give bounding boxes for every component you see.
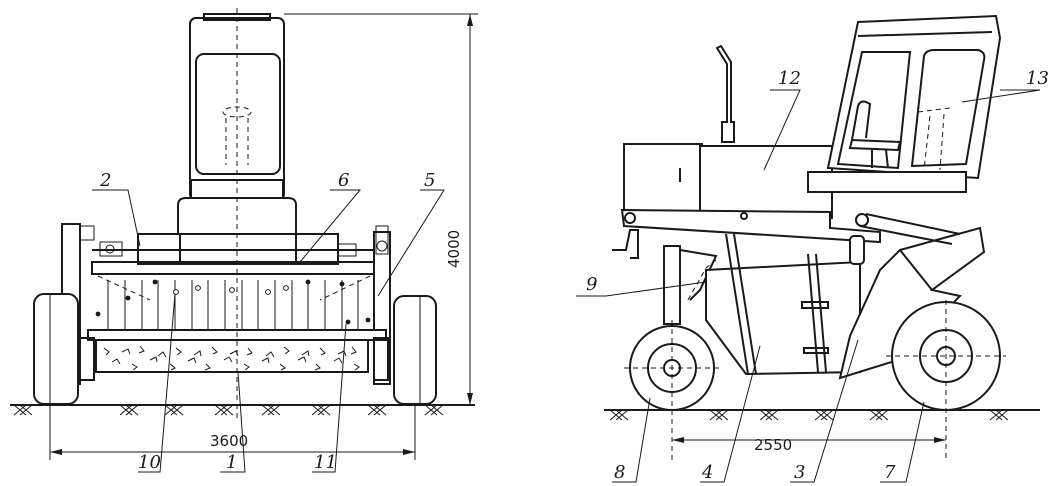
- callout-2: 2: [99, 170, 111, 191]
- cabin-platform: [807, 171, 967, 193]
- seat-cushion: [848, 138, 902, 152]
- wheelbase-dimension: 2550: [754, 436, 792, 454]
- ground-hatching-side: [609, 409, 1009, 421]
- ground-hatching-front: [13, 404, 444, 416]
- callout-6: 6: [338, 170, 349, 191]
- steering-hidden: [917, 107, 951, 171]
- cabin-side: [826, 14, 1002, 180]
- pivot-front: [624, 212, 636, 224]
- callout-8: 8: [614, 462, 625, 483]
- bolt-1: [740, 212, 748, 220]
- cabin-roof-rail: [857, 31, 993, 37]
- cutting-drum: [95, 339, 369, 373]
- seat-post-hidden: [225, 118, 249, 165]
- front-linkage-hidden: [687, 259, 717, 301]
- frame-braces-hidden: [97, 275, 371, 301]
- cabin-door-front: [836, 51, 912, 170]
- seat-backrest: [851, 100, 872, 141]
- pivot-rear: [855, 213, 869, 227]
- elevator-pivot-housing: [849, 235, 865, 265]
- callout-11: 11: [314, 452, 337, 473]
- left-wheel-front: [33, 293, 79, 405]
- tank-strut-left-2: [733, 233, 757, 375]
- height-dimension: 4000: [445, 230, 463, 268]
- drum-left-bearing: [79, 337, 95, 381]
- tank-strut-left: [725, 233, 749, 375]
- elevator-edge: [899, 249, 933, 291]
- seat-legs: [871, 149, 889, 169]
- width-dimension: 3600: [210, 432, 248, 450]
- callout-3: 3: [794, 462, 805, 483]
- drum-right-bearing: [373, 337, 389, 381]
- tine-tips: [95, 279, 371, 325]
- right-post: [373, 231, 391, 385]
- elevator-arm: [865, 213, 961, 235]
- callout-1: 1: [226, 452, 237, 473]
- callout-5: 5: [424, 170, 435, 191]
- callout-7: 7: [884, 462, 896, 483]
- right-wheel-front: [393, 295, 437, 405]
- side-frame-beam: [620, 208, 881, 244]
- front-bracket: [612, 229, 639, 259]
- callout-9: 9: [586, 274, 597, 295]
- collection-tank: [705, 260, 861, 376]
- callout-13: 13: [1026, 68, 1048, 89]
- engine-front-cover: [623, 143, 703, 215]
- elevator-arm-2: [859, 225, 953, 245]
- hydraulic-fittings: [79, 225, 389, 257]
- callout-10: 10: [138, 452, 161, 473]
- strut-clamp-2: [803, 347, 829, 354]
- callout-12: 12: [778, 68, 801, 89]
- strut-clamp-1: [801, 301, 829, 309]
- callout-4: 4: [701, 462, 713, 483]
- side-view: 2550 12 13 9 8 4 3 7: [576, 14, 1048, 483]
- cabin-window-side: [910, 49, 986, 168]
- front-cylinder: [663, 245, 681, 325]
- front-view: 4000 3600 2 6 5 10 1 11: [10, 8, 478, 473]
- tines: [107, 280, 359, 330]
- callout-leaders-side: [576, 89, 1041, 483]
- callout-leaders-front: [92, 189, 445, 473]
- exhaust-pipe: [715, 44, 735, 143]
- cabin-window-front: [195, 53, 281, 175]
